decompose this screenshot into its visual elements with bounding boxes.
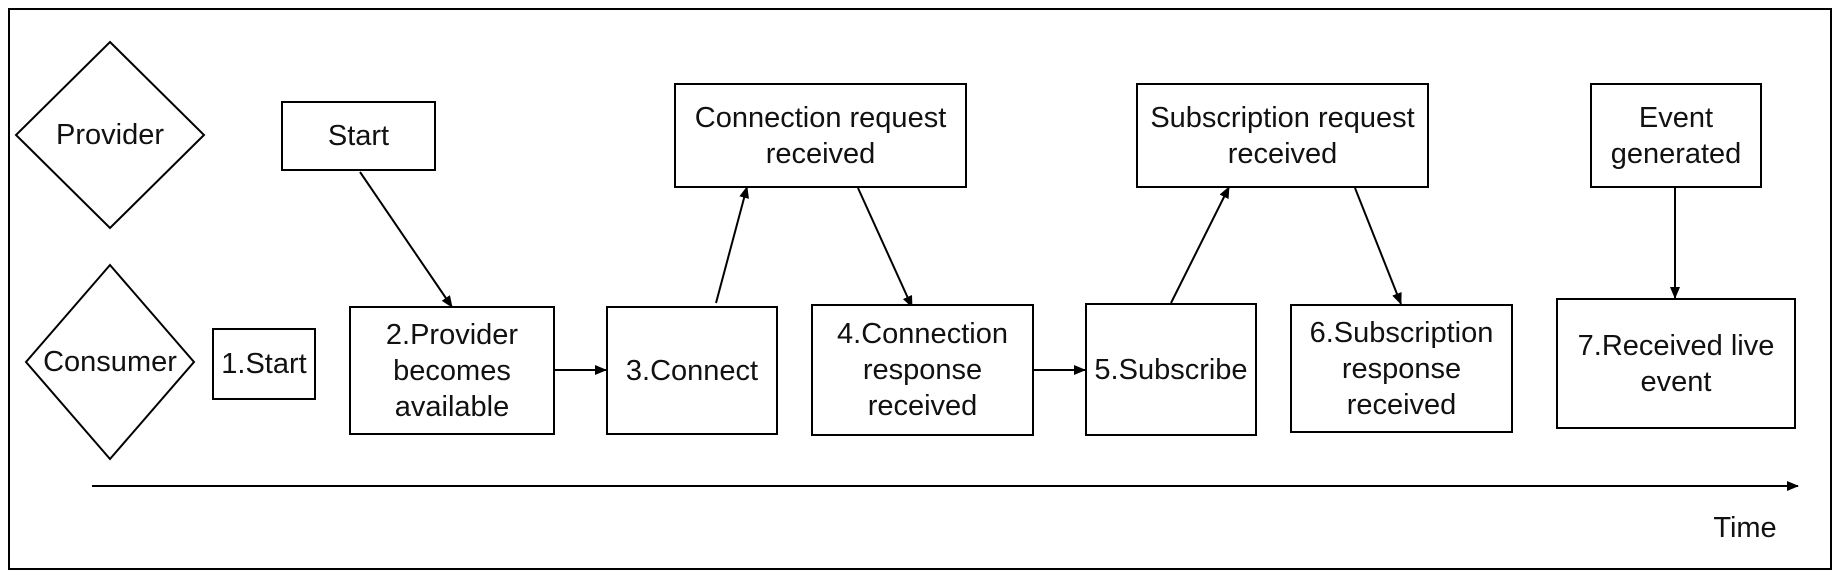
consumer-lane-label: Consumer bbox=[43, 346, 177, 378]
step-4-connection-response-box: 4.Connection response received bbox=[811, 304, 1034, 436]
arrow-start-to-provider-available bbox=[359, 171, 453, 308]
step-2-provider-available-box: 2.Provider becomes available bbox=[349, 306, 555, 435]
arrow-subscription-request-to-response bbox=[1354, 187, 1402, 305]
subscription-request-received-box: Subscription request received bbox=[1136, 83, 1429, 188]
step-5-subscribe-box: 5.Subscribe bbox=[1085, 303, 1257, 436]
step-3-connect-box: 3.Connect bbox=[606, 306, 778, 435]
provider-lane-label: Provider bbox=[56, 119, 164, 151]
arrow-connection-request-to-response bbox=[857, 187, 913, 308]
time-axis-label: Time bbox=[1713, 512, 1777, 544]
diagram-frame bbox=[8, 8, 1832, 570]
provider-lane-diamond bbox=[14, 40, 206, 230]
event-generated-box: Event generated bbox=[1590, 83, 1762, 188]
step-7-received-live-event-box: 7.Received live event bbox=[1556, 298, 1796, 429]
step-6-subscription-response-box: 6.Subscription response received bbox=[1290, 304, 1513, 433]
consumer-lane-diamond bbox=[24, 263, 196, 461]
step-1-start-box: 1.Start bbox=[212, 328, 316, 400]
arrow-subscribe-to-subscription-request bbox=[1170, 186, 1230, 304]
arrow-connect-to-connection-request bbox=[715, 186, 749, 304]
provider-start-box: Start bbox=[281, 101, 436, 171]
connection-request-received-box: Connection request received bbox=[674, 83, 967, 188]
